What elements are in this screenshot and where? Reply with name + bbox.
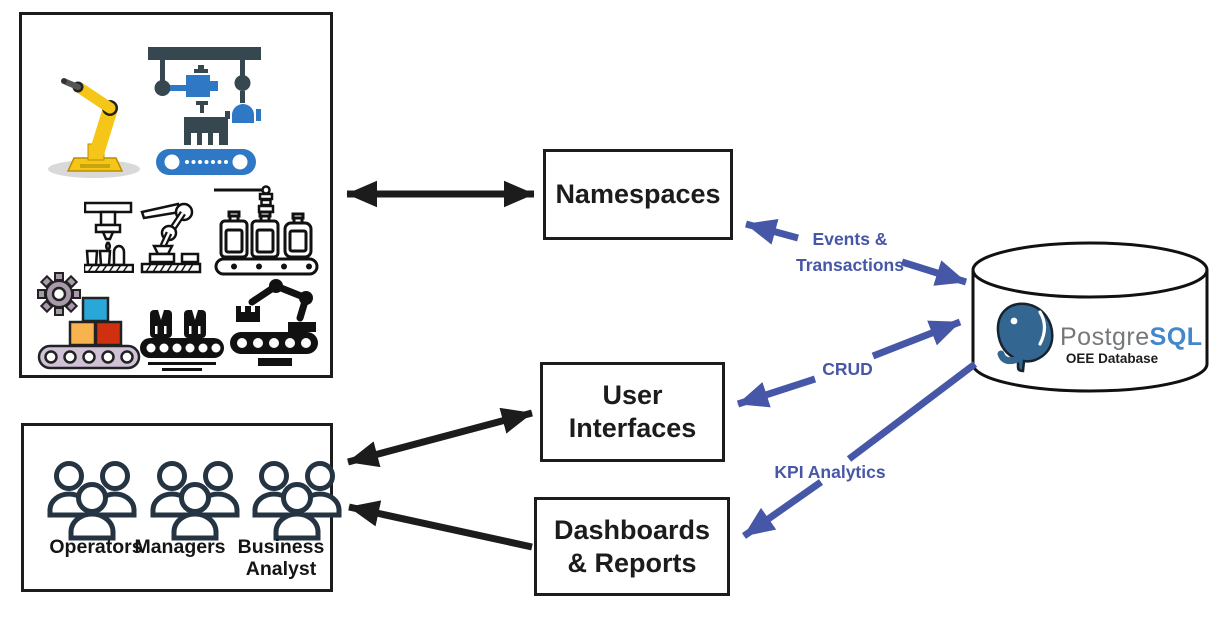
users-panel: Operators Managers Business Analyst xyxy=(21,423,342,592)
dashboards-line2: & Reports xyxy=(567,547,697,578)
dashboards-line1: Dashboards xyxy=(553,514,711,545)
operators-label: Operators xyxy=(49,536,143,558)
edge-dashboards-to-users xyxy=(348,500,533,551)
namespaces-label: Namespaces xyxy=(555,179,721,210)
events-transactions-label: Events & Transactions xyxy=(765,226,935,278)
namespaces-node: Namespaces xyxy=(543,149,733,240)
business-analyst-label: Business Analyst xyxy=(220,536,342,580)
postgresql-elephant-logo xyxy=(996,302,1054,373)
bottle-filling-line-icon xyxy=(214,185,319,276)
user-interfaces-line1: User xyxy=(602,380,663,411)
managers-group-icon xyxy=(150,461,240,541)
events-line1: Events & xyxy=(812,229,888,249)
postgres-brand-blue: SQL xyxy=(1149,323,1203,351)
business-analyst-group-icon xyxy=(252,461,342,541)
edge-users-user-interfaces xyxy=(347,407,533,468)
dashboards-reports-node: Dashboards & Reports xyxy=(534,497,730,596)
crud-label: CRUD xyxy=(822,359,873,379)
managers-label: Managers xyxy=(134,536,226,558)
industrial-robot-yellow-icon xyxy=(48,78,140,178)
robotic-arm-outline-icon xyxy=(140,202,202,274)
postgres-brand-gray: Postgre xyxy=(1060,323,1150,351)
database-cylinder xyxy=(971,241,1209,393)
kpi-analytics-label: KPI Analytics xyxy=(774,462,886,482)
gantry-assembly-line-icon xyxy=(148,47,261,175)
events-line2: Transactions xyxy=(796,255,904,275)
edge-db-to-dashboards xyxy=(741,361,978,539)
machines-panel xyxy=(19,12,333,378)
bottle-conveyor-black-icon xyxy=(140,310,224,371)
user-interfaces-line2: Interfaces xyxy=(568,413,697,443)
robot-conveyor-black-icon xyxy=(230,279,318,366)
business-analyst-line1: Business xyxy=(237,536,325,558)
operators-group-icon xyxy=(47,461,137,541)
postgresql-wordmark: PostgreSQL xyxy=(1060,323,1203,352)
conveyor-boxes-gear-icon xyxy=(37,272,141,370)
user-interfaces-node: User Interfaces xyxy=(540,362,725,462)
business-analyst-line2: Analyst xyxy=(245,558,317,580)
database-name-label: OEE Database xyxy=(1065,351,1159,366)
filling-machine-icon xyxy=(84,201,134,273)
